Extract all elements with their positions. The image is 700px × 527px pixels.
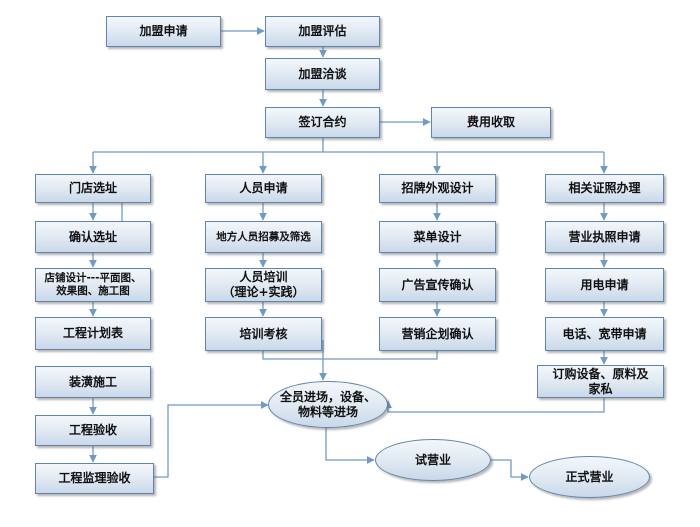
negotiate-label: 加盟洽谈: [298, 66, 347, 81]
purchase-label: 订购设备、原料及 家私: [552, 366, 649, 396]
confirm-site-node: 确认选址: [35, 221, 151, 253]
schedule-node: 工程计划表: [35, 317, 151, 350]
sign-contract-node: 签订合约: [265, 107, 380, 138]
staff-apply-node: 人员申请: [205, 174, 322, 203]
training-label: 人员培训 （理论+实践）: [222, 270, 305, 299]
phone-broadband-node: 电话、宽带申请: [545, 317, 664, 351]
ad-confirm-label: 广告宣传确认: [401, 277, 474, 292]
training-node: 人员培训 （理论+实践）: [205, 268, 322, 302]
acceptance-node: 工程验收: [35, 415, 151, 446]
recruit-label: 地方人员招募及筛选: [216, 230, 311, 243]
apply-node: 加盟申请: [106, 16, 221, 47]
acceptance-label: 工程验收: [68, 423, 117, 437]
evaluate-node: 加盟评估: [265, 16, 380, 47]
sign-contract-label: 签订合约: [298, 115, 347, 129]
purchase-node: 订购设备、原料及 家私: [537, 365, 664, 398]
sign-design-node: 招牌外观设计: [379, 174, 496, 203]
schedule-label: 工程计划表: [62, 326, 123, 340]
trial-operation-node: 试营业: [375, 439, 491, 481]
power-apply-label: 用电申请: [580, 277, 629, 292]
move-in-node: 全员进场，设备、 物料等进场: [268, 381, 388, 428]
move-in-label: 全员进场，设备、 物料等进场: [279, 389, 376, 419]
phone-broadband-label: 电话、宽带申请: [562, 326, 647, 341]
ad-confirm-node: 广告宣传确认: [379, 268, 496, 302]
licenses-label: 相关证照办理: [568, 181, 641, 195]
marketing-label: 营销企划确认: [401, 326, 474, 341]
store-site-label: 门店选址: [68, 181, 117, 195]
decoration-label: 装潢施工: [68, 374, 117, 389]
grand-opening-label: 正式营业: [565, 469, 614, 484]
business-license-label: 营业执照申请: [568, 229, 641, 244]
fee-collection-node: 费用收取: [431, 107, 551, 138]
connector-movein-trial: [325, 428, 375, 464]
business-license-node: 营业执照申请: [545, 221, 664, 253]
decoration-node: 装潢施工: [35, 366, 151, 398]
grand-opening-node: 正式营业: [529, 456, 650, 498]
sign-design-label: 招牌外观设计: [401, 181, 474, 195]
connector-col1-to-movein: [154, 401, 269, 478]
menu-design-node: 菜单设计: [379, 221, 496, 253]
power-apply-node: 用电申请: [545, 268, 664, 302]
assessment-label: 培训考核: [239, 326, 288, 341]
store-site-node: 门店选址: [35, 174, 151, 203]
store-design-label: 店铺设计---平面图、 效果图、施工图: [44, 272, 142, 297]
supervision-node: 工程监理验收: [35, 463, 154, 494]
connector-col4-to-movein: [384, 398, 605, 413]
menu-design-label: 菜单设计: [413, 229, 462, 244]
marketing-node: 营销企划确认: [379, 317, 496, 351]
staff-apply-label: 人员申请: [239, 181, 288, 195]
apply-label: 加盟申请: [139, 24, 188, 38]
evaluate-label: 加盟评估: [298, 24, 347, 38]
negotiate-node: 加盟洽谈: [265, 58, 380, 90]
trial-operation-label: 试营业: [414, 452, 451, 467]
recruit-node: 地方人员招募及筛选: [205, 221, 322, 253]
store-design-node: 店铺设计---平面图、 效果图、施工图: [35, 268, 151, 302]
connector-col2-col3-merge: [262, 351, 438, 360]
connector-trial-opening: [491, 459, 529, 481]
confirm-site-label: 确认选址: [68, 229, 117, 244]
assessment-node: 培训考核: [205, 317, 322, 351]
supervision-label: 工程监理验收: [58, 471, 131, 485]
fee-collection-label: 费用收取: [466, 115, 515, 129]
licenses-node: 相关证照办理: [545, 174, 664, 203]
